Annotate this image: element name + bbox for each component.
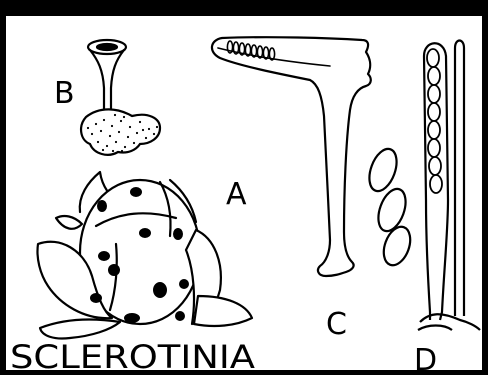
label-c: C — [326, 307, 347, 342]
label-b: B — [54, 76, 75, 111]
top-border — [0, 0, 488, 16]
label-d: D — [414, 343, 437, 375]
figure-title: SCLEROTINIA — [10, 338, 255, 375]
label-a: A — [226, 177, 247, 212]
